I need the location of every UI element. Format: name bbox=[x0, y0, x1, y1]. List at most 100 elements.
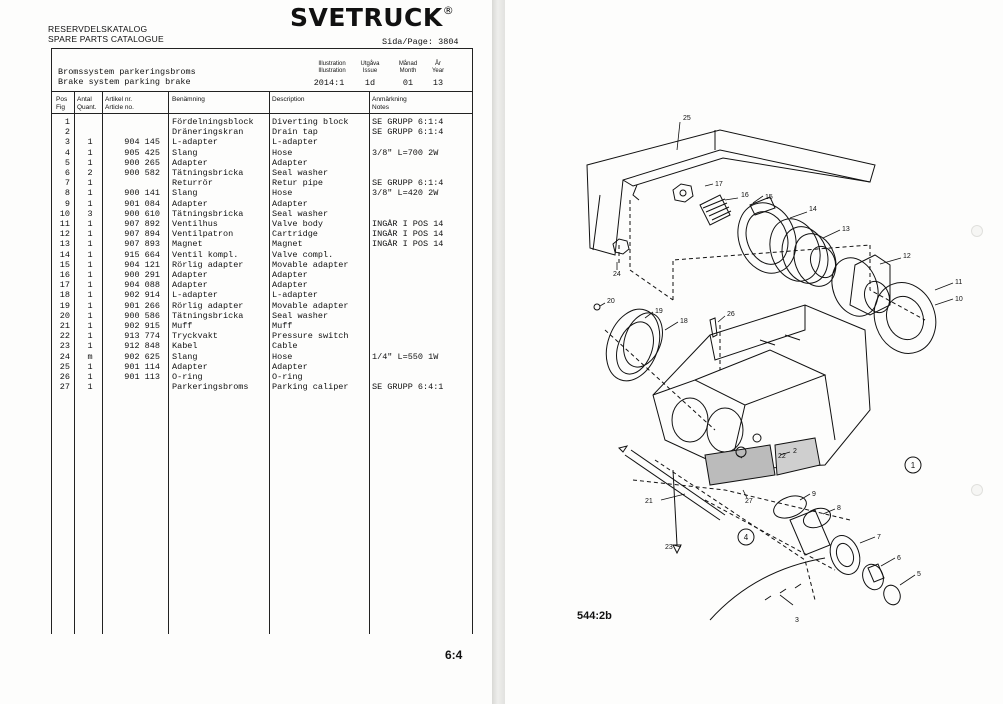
callout-8: 8 bbox=[837, 505, 841, 512]
pos-cell: 2 bbox=[64, 127, 70, 138]
pos-cell: 6 bbox=[64, 168, 70, 178]
quantity-cell: 1 bbox=[87, 310, 93, 321]
quantity-cell: 1 bbox=[87, 178, 93, 189]
callout-3: 3 bbox=[795, 617, 799, 624]
name-cell: Tätningsbricka bbox=[172, 168, 244, 178]
description-cell: Adapter bbox=[272, 361, 308, 372]
name-cell: Tätningsbricka bbox=[172, 310, 244, 321]
name-cell: Adapter bbox=[172, 198, 208, 209]
quantity-cell: 1 bbox=[87, 290, 93, 301]
notes-cell: SE GRUPP 6:1:4 bbox=[372, 178, 444, 189]
name-cell: Adapter bbox=[172, 270, 208, 280]
exploded-diagram: 2356789101112131415161718192021222324252… bbox=[586, 115, 963, 624]
circled-callout-4: 4 bbox=[744, 533, 749, 542]
callout-11: 11 bbox=[955, 279, 962, 286]
pos-cell: 15 bbox=[59, 259, 70, 270]
catalog-title-english: SPARE PARTS CATALOGUE bbox=[48, 34, 164, 44]
callout-15: 15 bbox=[765, 194, 773, 201]
description-cell: Seal washer bbox=[272, 310, 329, 321]
quantity-cell: 1 bbox=[87, 188, 93, 199]
name-cell: Dräneringskran bbox=[172, 127, 244, 138]
description-cell: Seal washer bbox=[272, 208, 329, 219]
article-cell: 915 664 bbox=[124, 249, 160, 260]
article-cell: 907 892 bbox=[124, 219, 160, 229]
month-value: 01 bbox=[402, 78, 414, 88]
issue-value: 1d bbox=[364, 78, 376, 88]
article-cell: 900 586 bbox=[124, 310, 160, 321]
quantity-cell: 1 bbox=[87, 198, 93, 209]
notes-cell: INGÅR I POS 14 bbox=[372, 229, 444, 240]
pos-cell: 22 bbox=[59, 331, 70, 342]
description-cell: Hose bbox=[272, 351, 293, 362]
quantity-cell: 1 bbox=[87, 259, 93, 270]
notes-cell: 3/8" L=420 2W bbox=[372, 188, 439, 199]
description-cell: Magnet bbox=[272, 239, 303, 250]
callout-7: 7 bbox=[877, 534, 881, 541]
description-cell: Valve body bbox=[272, 219, 324, 229]
mounting-bracket bbox=[586, 129, 876, 256]
article-cell: 904 121 bbox=[124, 259, 160, 270]
callout-14: 14 bbox=[809, 206, 817, 213]
description-cell: Seal washer bbox=[272, 168, 329, 178]
quantity-cell: 3 bbox=[87, 208, 93, 219]
callout-19: 19 bbox=[655, 308, 663, 315]
quantity-cell: 1 bbox=[87, 341, 93, 352]
description-cell: Movable adapter bbox=[272, 300, 349, 311]
subject-swedish: Bromssystem parkeringsbroms bbox=[58, 67, 196, 77]
name-cell: Slang bbox=[172, 351, 198, 362]
article-cell: 900 265 bbox=[124, 157, 160, 168]
parts-table: Bromssystem parkeringsbroms Brake system… bbox=[51, 48, 473, 634]
pos-cell: 13 bbox=[59, 239, 70, 250]
section-number: 6:4 bbox=[445, 648, 463, 662]
name-cell: Adapter bbox=[172, 157, 208, 168]
name-cell: Tätningsbricka bbox=[172, 208, 244, 219]
quantity-cell: 1 bbox=[87, 331, 93, 342]
name-cell: Slang bbox=[172, 188, 198, 199]
quantity-cell: 1 bbox=[87, 147, 93, 158]
name-cell: Returrör bbox=[172, 178, 213, 189]
callout-26: 26 bbox=[727, 311, 735, 318]
name-cell: Slang bbox=[172, 147, 198, 158]
quantity-cell: 1 bbox=[87, 219, 93, 229]
name-cell: Magnet bbox=[172, 239, 203, 250]
article-cell: 902 914 bbox=[124, 290, 160, 301]
callout-5: 5 bbox=[917, 571, 921, 578]
circled-callout-1: 1 bbox=[911, 461, 916, 470]
quantity-cell: 1 bbox=[87, 280, 93, 291]
pos-cell: 20 bbox=[59, 310, 70, 321]
description-cell: Drain tap bbox=[272, 127, 318, 138]
article-cell: 904 145 bbox=[124, 137, 160, 148]
quantity-cell: 2 bbox=[87, 168, 93, 178]
callout-16: 16 bbox=[741, 192, 749, 199]
description-cell: Adapter bbox=[272, 198, 308, 209]
description-cell: Valve compl. bbox=[272, 249, 334, 260]
notes-cell: 1/4" L=550 1W bbox=[372, 351, 439, 362]
quantity-cell: 1 bbox=[87, 137, 93, 148]
column-header-divider bbox=[52, 113, 472, 114]
pos-cell: 16 bbox=[59, 270, 70, 280]
description-cell: O-ring bbox=[272, 372, 303, 382]
drain-tap bbox=[709, 557, 826, 621]
callout-12: 12 bbox=[903, 253, 911, 260]
article-cell: 900 141 bbox=[124, 188, 160, 199]
pos-cell: 18 bbox=[59, 290, 70, 301]
description-cell: L-adapter bbox=[272, 290, 318, 301]
name-cell: Muff bbox=[172, 321, 193, 331]
article-cell: 907 893 bbox=[124, 239, 160, 250]
table-row: 20 1 900 586 Tätningsbricka Seal washer bbox=[52, 311, 472, 321]
description-cell: Muff bbox=[272, 321, 293, 331]
callout-27: 27 bbox=[745, 498, 753, 505]
